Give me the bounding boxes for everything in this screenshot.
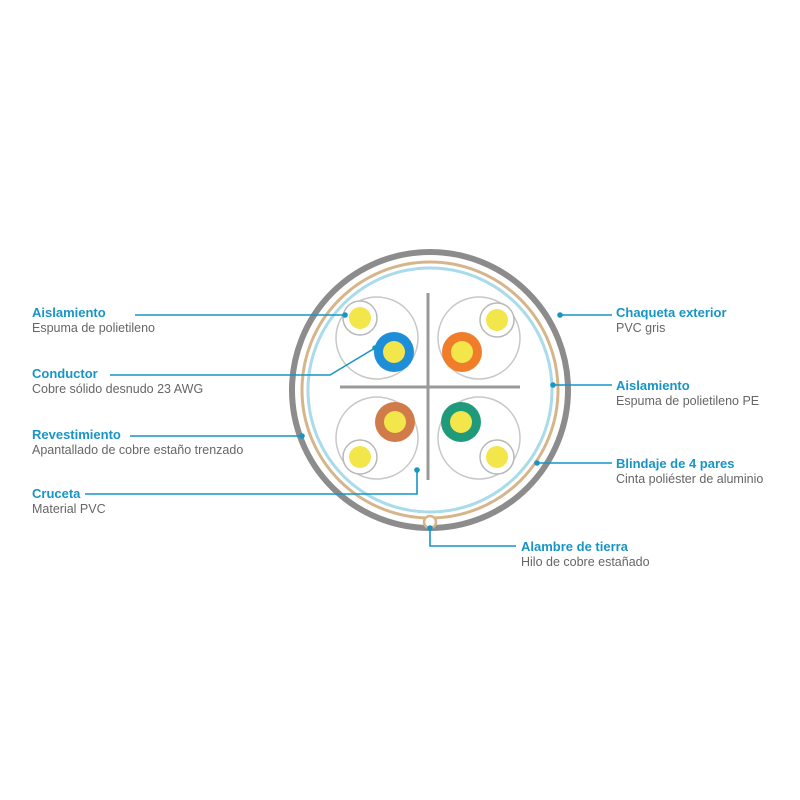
label-aislamiento-left: Aislamiento Espuma de polietileno	[32, 305, 155, 337]
label-title: Chaqueta exterior	[616, 305, 727, 320]
label-title: Revestimiento	[32, 427, 121, 442]
label-title: Aislamiento	[616, 378, 690, 393]
label-subtitle: Cinta poliéster de aluminio	[616, 472, 764, 487]
label-title: Aislamiento	[32, 305, 106, 320]
label-title: Conductor	[32, 366, 98, 381]
label-subtitle: Espuma de polietileno	[32, 321, 155, 336]
label-conductor: Conductor Cobre sólido desnudo 23 AWG	[32, 366, 203, 398]
cross-separator	[340, 293, 520, 480]
label-subtitle: Material PVC	[32, 502, 106, 517]
label-aislamiento-right: Aislamiento Espuma de polietileno PE	[616, 378, 759, 410]
label-cruceta: Cruceta Material PVC	[32, 486, 106, 518]
foil-shield-ring	[306, 266, 554, 514]
outer-jacket-ring	[289, 249, 571, 531]
pair-sheaths	[335, 296, 521, 480]
label-subtitle: Espuma de polietileno PE	[616, 394, 760, 409]
leader-lines	[85, 312, 612, 547]
label-subtitle: Hilo de cobre estañado	[521, 555, 650, 570]
pair-green	[441, 402, 515, 475]
label-chaqueta-exterior: Chaqueta exterior PVC gris	[616, 305, 727, 337]
label-title: Blindaje de 4 pares	[616, 456, 735, 471]
label-revestimiento: Revestimiento Apantallado de cobre estañ…	[32, 427, 243, 459]
label-blindaje: Blindaje de 4 pares Cinta poliéster de a…	[616, 456, 763, 488]
label-alambre-de-tierra: Alambre de tierra Hilo de cobre estañado	[521, 539, 650, 571]
label-subtitle: Apantallado de cobre estaño trenzado	[32, 443, 244, 458]
label-subtitle: Cobre sólido desnudo 23 AWG	[32, 382, 204, 397]
pair-orange	[442, 302, 515, 372]
label-title: Cruceta	[32, 486, 81, 501]
pair-blue	[342, 300, 414, 372]
label-subtitle: PVC gris	[616, 321, 666, 336]
label-title: Alambre de tierra	[521, 539, 628, 554]
pair-brown	[342, 402, 415, 475]
